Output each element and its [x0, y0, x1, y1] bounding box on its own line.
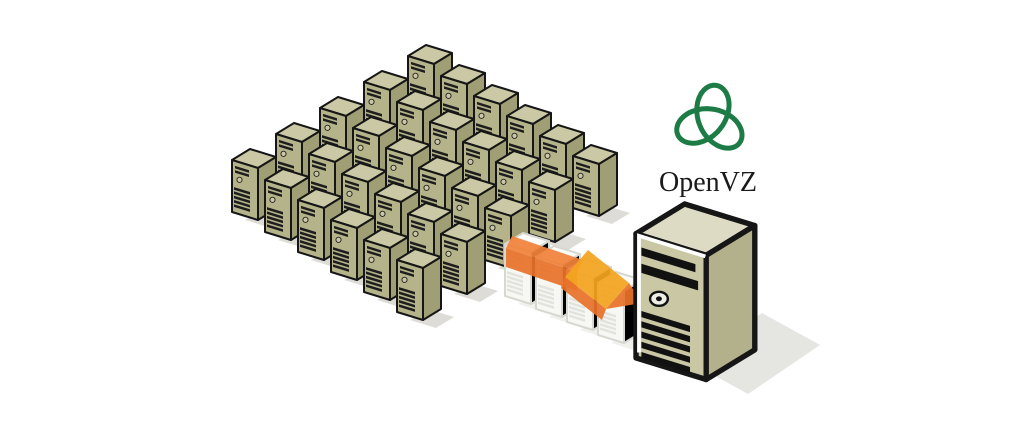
- arrow-shaft-front: [506, 248, 577, 291]
- arrow-shaft-top: [506, 236, 583, 272]
- host-server: [633, 201, 758, 383]
- server-tower: [231, 148, 289, 228]
- openvz-logo-icon: [674, 82, 745, 151]
- host-shadow-shape: [690, 313, 820, 394]
- arrow-head-tip: [606, 283, 642, 309]
- server-grid: [231, 44, 630, 328]
- consolidation-arrow-icon: [506, 236, 642, 320]
- host-server-tower: [633, 201, 758, 383]
- arrow-head-top: [565, 250, 629, 309]
- server-tower: [572, 144, 630, 224]
- server-tower: [396, 248, 454, 328]
- arrow-head-left: [561, 277, 606, 320]
- server-tower: [528, 170, 586, 250]
- openvz-logo-text: OpenVZ: [659, 167, 757, 198]
- server-tower: [440, 222, 498, 302]
- trefoil-knot-shape: [674, 82, 745, 151]
- host-server-shadow: [690, 313, 820, 394]
